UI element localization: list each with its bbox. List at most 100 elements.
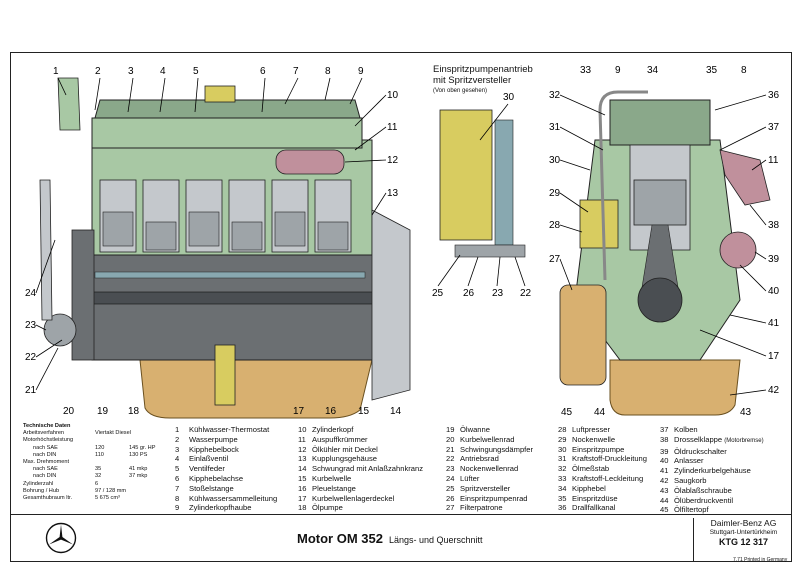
callout-8-right: 8 (741, 65, 747, 76)
tech-value: 35 (95, 466, 102, 473)
injection-drive-caption: Einspritzpumpenantrieb mit Spritzverstel… (433, 64, 533, 97)
crankshaft (79, 291, 381, 305)
tech-key: nach SAE (33, 444, 58, 451)
callout-36: 36 (768, 90, 780, 101)
tech-unit: 145 gr. HP (129, 444, 156, 451)
tech-value: 97 / 128 mm (95, 487, 127, 494)
tech-row: Motorhöchstleistung (23, 437, 173, 444)
fan (39, 179, 53, 321)
mercedes-star-logo (45, 522, 77, 554)
callout-6: 6 (260, 66, 266, 77)
manufacturer-block: Daimler-Benz AG Stuttgart-Untertürkheim … (693, 518, 793, 562)
piston (188, 211, 220, 247)
drawing-code: KTG 12 317 (718, 536, 769, 547)
callout-22: 22 (25, 352, 37, 363)
callout-1: 1 (53, 66, 59, 77)
cross-crank (637, 277, 683, 323)
callout-44: 44 (594, 407, 606, 418)
tech-unit: 37 mkp (129, 473, 148, 480)
callout-28: 28 (549, 220, 561, 231)
oil-pan (139, 359, 373, 419)
title-block (10, 514, 792, 562)
callout-23-mid: 23 (492, 288, 504, 299)
thermostat-housing (204, 85, 236, 103)
tech-unit: 41 mkp (129, 466, 148, 473)
air-compressor (579, 199, 619, 249)
longitudinal-section (39, 77, 411, 419)
callout-18: 18 (128, 406, 140, 417)
tech-key: nach DIN (33, 473, 57, 480)
tech-key: Bohrung / Hub (23, 487, 60, 494)
piston (317, 221, 349, 251)
callout-21: 21 (25, 385, 37, 396)
callout-7: 7 (293, 66, 299, 77)
callout-17: 17 (293, 406, 305, 417)
tech-row: Gesamthubraum ltr.5 675 cm³ (23, 495, 173, 502)
oil-cooler (275, 149, 345, 175)
caption-line-3: (Von oben gesehen) (433, 88, 488, 94)
tech-value: 110 (95, 451, 104, 458)
callout-32: 32 (549, 90, 561, 101)
valve-cover (94, 99, 361, 119)
callout-23: 23 (25, 320, 37, 331)
callout-8: 8 (325, 66, 331, 77)
leader-lines (35, 77, 767, 396)
cross-piston (633, 179, 687, 226)
callout-39: 39 (768, 254, 780, 265)
callout-15: 15 (358, 406, 370, 417)
callout-10: 10 (387, 90, 399, 101)
tech-value: 6 (95, 480, 99, 487)
maker-name: Daimler-Benz AG (710, 518, 777, 528)
tech-key: Gesamthubraum ltr. (23, 495, 73, 502)
callout-30-right: 30 (549, 155, 561, 166)
injection-pump-body (439, 109, 493, 241)
piston (102, 211, 134, 247)
cross-oil-pan (609, 359, 741, 416)
tech-key: Max. Drehmoment (23, 459, 70, 466)
tech-heading: Technische Daten (23, 423, 71, 429)
print-note: 7.71 Printed in Germany (733, 557, 788, 563)
callout-22-mid: 22 (520, 288, 532, 299)
crankcase (91, 249, 393, 361)
callout-16: 16 (325, 406, 337, 417)
